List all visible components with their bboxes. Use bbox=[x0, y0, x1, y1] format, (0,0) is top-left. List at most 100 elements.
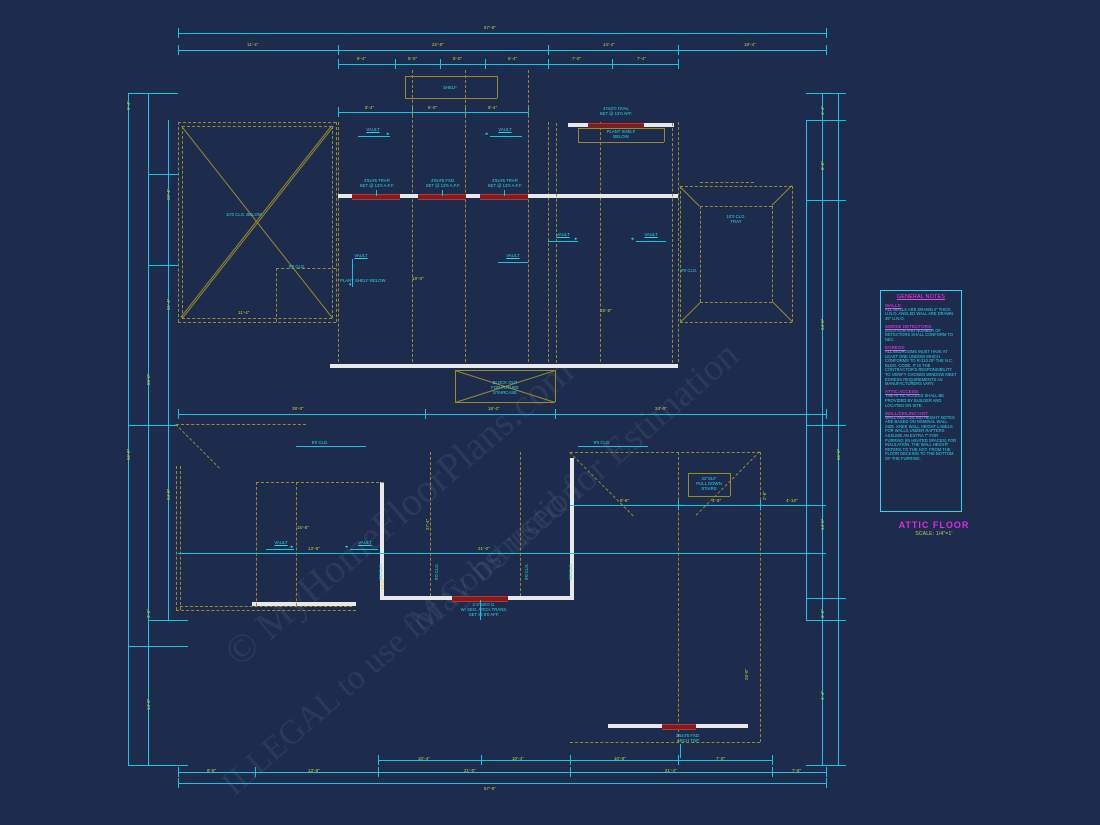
dim-tick bbox=[570, 755, 571, 765]
dim-bot-r2-0: 8'-8" bbox=[207, 768, 217, 773]
wall-dashed bbox=[338, 122, 339, 362]
shelf-box bbox=[405, 98, 497, 99]
dim-ext-right bbox=[806, 425, 846, 426]
roof-hip-line bbox=[679, 186, 700, 207]
pull-down-stairs-box bbox=[688, 473, 689, 496]
wall-dashed bbox=[180, 606, 352, 607]
vault-arrow-head: ► bbox=[290, 544, 295, 549]
dim-right-1: 8'-0" bbox=[820, 161, 825, 170]
staircase-blockout-box bbox=[555, 370, 556, 402]
wall-dashed bbox=[276, 268, 336, 269]
wall-dashed bbox=[678, 122, 679, 362]
notes-section-title-attic: ATTIC ACCESS: bbox=[885, 389, 920, 395]
wall-dashed bbox=[182, 126, 332, 127]
dim-bot-r2-2: 21'-0" bbox=[464, 768, 476, 773]
notes-heading: GENERAL NOTES bbox=[896, 294, 946, 300]
callout-win-trap-right: 4'0x4'6 TRAP.SET @ 13'6 A.F.F. bbox=[487, 178, 523, 189]
label-clg-9-v2: 9'0 CLG. bbox=[434, 563, 439, 580]
watermark-line-3: ILLEGAL to use for Construction bbox=[215, 471, 589, 803]
dim-tick bbox=[678, 500, 679, 510]
dim-mid-1: 18'-0" bbox=[488, 406, 500, 411]
dim-left-6: 3'-0" bbox=[146, 609, 151, 618]
vault-arrow bbox=[636, 241, 666, 242]
vault-arrow-head: ◄ bbox=[344, 544, 349, 549]
roof-hip-line bbox=[771, 185, 792, 206]
label-clg-9-ga-left: 9'0 CLG. bbox=[311, 440, 329, 445]
dim-top-r4-0: 8'-4" bbox=[365, 105, 375, 110]
dim-bot-r3-3: 7'-0" bbox=[716, 756, 726, 761]
label-plant-shelf-side: PLANT SHELF BELOW bbox=[340, 278, 386, 283]
dim-tick bbox=[826, 767, 827, 777]
general-notes-panel: GENERAL NOTES WALLS: ALL WALLS ARE DRAWN… bbox=[880, 290, 962, 512]
vault-arrow bbox=[352, 259, 353, 287]
label-vault-8: VAULT bbox=[358, 540, 372, 545]
notes-section-body-egress: ALL BEDROOMS MUST HAVE AT LEAST ONE UNDO… bbox=[885, 349, 957, 387]
vault-arrow-head: ▼ bbox=[348, 282, 353, 287]
dim-tick bbox=[255, 767, 256, 777]
dim-top-r3-3: 6'-4" bbox=[508, 56, 518, 61]
wall-dashed bbox=[672, 123, 673, 363]
leader-line bbox=[442, 190, 443, 196]
wall-dashed bbox=[700, 206, 701, 302]
wall-dashed bbox=[680, 186, 792, 187]
dim-tick bbox=[178, 28, 179, 38]
dim-top-r3-4: 7'-0" bbox=[572, 56, 582, 61]
dim-left-5: 24'-0" bbox=[166, 488, 171, 500]
dim-tick bbox=[772, 767, 773, 777]
dim-line-top-overall bbox=[178, 33, 826, 34]
wall-dashed bbox=[465, 70, 466, 362]
dim-mid-0: 38'-0" bbox=[292, 406, 304, 411]
dim-tick bbox=[826, 409, 827, 419]
dim-right-6: 1'-4" bbox=[820, 691, 825, 700]
dim-left-0: 5'-4" bbox=[126, 101, 131, 110]
dim-left-1: 22'-4" bbox=[166, 188, 171, 200]
dim-right-4: 14'-0" bbox=[820, 518, 825, 530]
wall-dashed bbox=[176, 610, 356, 611]
dim-bot-r3-2: 10'-8" bbox=[614, 756, 626, 761]
wall-dashed bbox=[430, 452, 431, 596]
dim-tick bbox=[338, 45, 339, 55]
dim-tick bbox=[826, 45, 827, 55]
dim-right-3: 66'-0" bbox=[836, 448, 841, 460]
plant-shelf-box bbox=[578, 142, 664, 143]
clg-leader bbox=[296, 446, 366, 447]
sheet-title: ATTIC FLOOR bbox=[898, 520, 970, 530]
wall-dashed bbox=[180, 466, 181, 610]
dim-top-r4-1: 6'-0" bbox=[428, 105, 438, 110]
leader-line bbox=[504, 190, 505, 196]
dim-tick bbox=[826, 778, 827, 788]
vault-arrow bbox=[548, 241, 578, 242]
notes-section-title-walls: WALLS: bbox=[885, 302, 902, 308]
wall-dashed bbox=[700, 302, 772, 303]
dim-tick bbox=[378, 767, 379, 777]
wall-dashed bbox=[760, 452, 761, 742]
dim-ext-left bbox=[148, 265, 178, 266]
callout-arch-top: 3'6x4'6 FXD.ARCH TOP bbox=[675, 733, 701, 744]
clg-leader bbox=[578, 446, 648, 447]
dim-line-top-row3 bbox=[338, 64, 678, 65]
dim-bot-r2-3: 21'-4" bbox=[665, 768, 677, 773]
dim-center-v: 27'-4" bbox=[425, 518, 430, 530]
dim-bot-r3-1: 10'-4" bbox=[512, 756, 524, 761]
window-arch-top bbox=[662, 724, 696, 730]
label-clg-10-tray: 10'0 CLG.TRAY bbox=[726, 214, 746, 225]
label-clg-9-left: 9'0 CLG. bbox=[288, 264, 306, 269]
dim-tick bbox=[395, 59, 396, 69]
notes-section-body-walls: ALL WALLS ARE DRAWN 4" THICK U.N.O. ANGL… bbox=[885, 306, 954, 321]
interior-wall-center-h2 bbox=[556, 596, 574, 600]
label-vault-3: VAULT bbox=[354, 253, 368, 258]
vault-arrow bbox=[498, 262, 528, 263]
dim-tick bbox=[570, 767, 571, 777]
dim-bottom-overall: 67'-8" bbox=[484, 786, 496, 791]
dim-tick bbox=[378, 755, 379, 765]
wall-dashed bbox=[680, 186, 681, 322]
wall-dashed bbox=[772, 206, 773, 302]
watermark-line-1: © MyHomeFloorPlans.com bbox=[215, 348, 582, 675]
dim-tick bbox=[678, 755, 679, 765]
label-vault-2: VAULT bbox=[498, 127, 512, 132]
roof-valley-line bbox=[569, 452, 634, 517]
